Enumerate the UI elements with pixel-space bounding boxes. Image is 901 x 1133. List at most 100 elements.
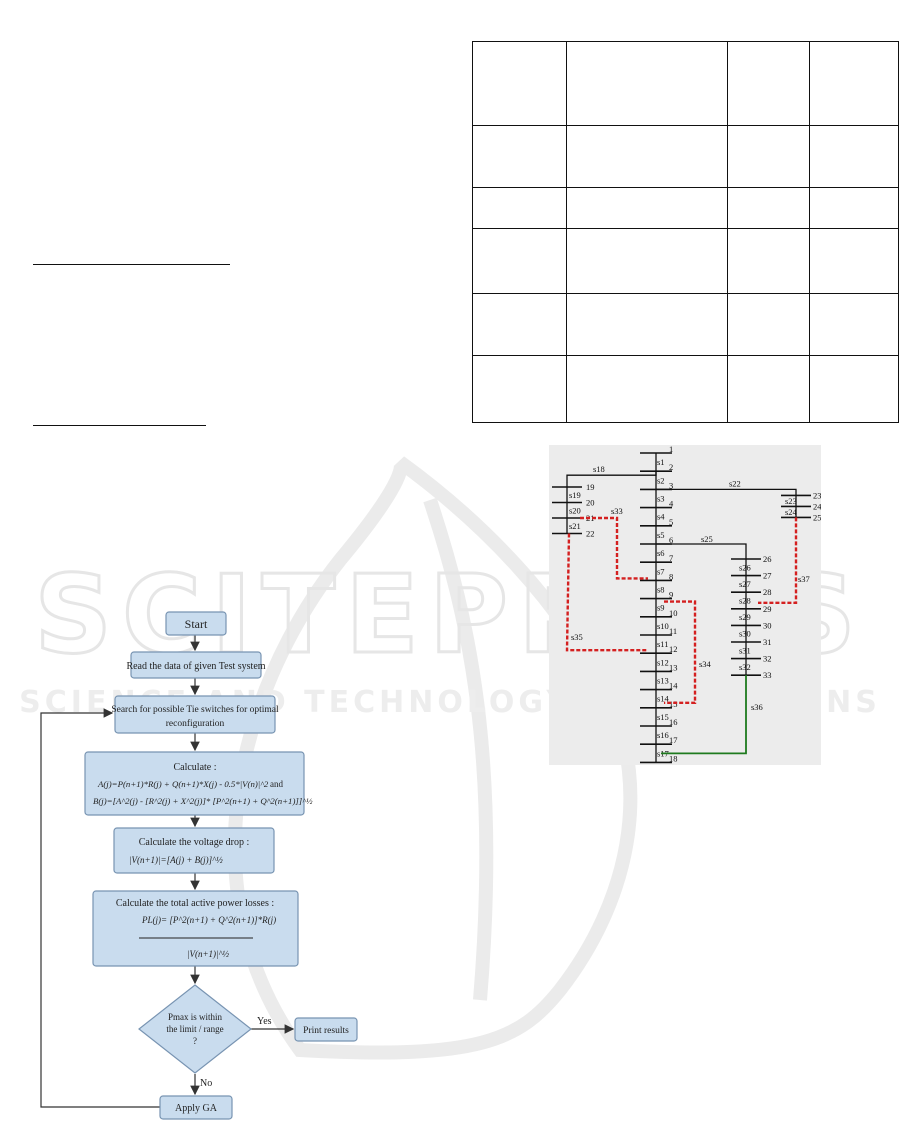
apply-ga-step: Apply GA [159,1095,233,1120]
switch-label-s30: s30 [739,629,751,639]
network-diagram: 123456789101112131415161718s1s2s3s4s5s6s… [549,445,821,765]
tie-label-s33: s33 [611,506,623,516]
switch-label-s9: s9 [657,603,665,613]
switch-label-s10: s10 [657,621,669,631]
tie-switch-s37 [758,517,798,605]
bus-label-29: 29 [763,604,772,614]
decision-line1: Pmax is within [168,1012,223,1022]
search-label-line1: Search for possible Tie switches for opt… [111,704,279,715]
switch-label-s14: s14 [657,694,670,704]
bus-label-13: 13 [669,662,678,672]
switch-label-s12: s12 [657,657,669,667]
power-losses-denominator: |V(n+1)|^½ [187,949,229,959]
branch-19-feed [566,471,657,534]
start-label: Start [185,617,208,631]
read-data-step: Read the data of given Test system [126,651,266,679]
bus-label-22: 22 [586,529,595,539]
switch-label-s5: s5 [657,530,665,540]
bus-label-18: 18 [669,753,678,763]
calculate-title: Calculate : [173,762,216,773]
switch-label-s32: s32 [739,662,751,672]
bus-label-32: 32 [763,654,772,664]
bus-label-26: 26 [763,554,772,564]
voltage-drop-eq: |V(n+1)|=[A(j) + B(j)]^½ [129,855,223,865]
bus-label-30: 30 [763,620,772,630]
bus-label-12: 12 [669,644,678,654]
search-label-line2: reconfiguration [166,718,225,729]
read-data-label: Read the data of given Test system [126,661,265,672]
bus-label-9: 9 [669,590,673,600]
decision-line2: the limit / range [166,1024,223,1034]
switch-label-s28: s28 [739,596,751,606]
switch-label-s11: s11 [657,639,669,649]
switch-label-s21: s21 [569,521,581,531]
switch-label-s29: s29 [739,612,751,622]
print-results-step: Print results [294,1017,358,1042]
bus-label-19: 19 [586,482,595,492]
bus-label-33: 33 [763,670,772,680]
switch-label-s22: s22 [729,478,741,488]
underline-1 [33,264,230,265]
bus-label-7: 7 [669,553,673,563]
switch-label-s2: s2 [657,475,665,485]
print-results-label: Print results [303,1026,349,1036]
bus-label-28: 28 [763,587,772,597]
bus-label-31: 31 [763,637,772,647]
switch-label-s18: s18 [593,464,605,474]
decision-line3: ? [193,1036,197,1046]
switch-label-s23: s23 [785,496,797,506]
calculate-ab-step: Calculate : A(j)=P(n+1)*R(j) + Q(n+1)*X(… [84,751,313,816]
bus-label-3: 3 [669,480,673,490]
switch-label-s27: s27 [739,579,751,589]
yes-label: Yes [257,1016,272,1027]
bus-label-1: 1 [669,445,673,454]
power-losses-numerator: PL(j)= [P^2(n+1) + Q^2(n+1)]*R(j) [141,915,276,925]
tie-switch-s35 [565,533,648,652]
power-losses-title: Calculate the total active power losses … [116,898,274,909]
switch-label-s7: s7 [657,566,665,576]
calculate-eq-b: B(j)=[A^2(j) - [R^2(j) + X^2(j)]* [P^2(n… [93,796,313,806]
tie-switch-s36 [661,675,747,755]
switch-label-s3: s3 [657,494,665,504]
bus-label-25: 25 [813,512,821,522]
bus-label-27: 27 [763,571,772,581]
apply-ga-label: Apply GA [175,1103,218,1114]
tie-label-s36: s36 [751,702,763,712]
bus-label-21: 21 [586,513,595,523]
switch-label-s20: s20 [569,505,581,515]
bus-label-20: 20 [586,498,595,508]
switch-label-s16: s16 [657,730,669,740]
voltage-drop-step: Calculate the voltage drop : |V(n+1)|=[A… [113,827,275,874]
switch-label-s19: s19 [569,490,581,500]
switch-label-s1: s1 [657,457,665,467]
switch-label-s6: s6 [657,548,665,558]
switch-label-s26: s26 [739,562,751,572]
branch-26-feed [656,543,747,676]
switch-label-s25: s25 [701,534,713,544]
calculate-and: and [270,779,283,789]
tie-label-s37: s37 [798,574,810,584]
bus-label-2: 2 [669,462,673,472]
switch-label-s8: s8 [657,585,665,595]
tie-switch-s34 [664,600,697,704]
branch-23-feed [656,488,797,518]
no-label: No [200,1078,212,1089]
start-node: Start [165,611,227,636]
tie-label-s34: s34 [699,659,712,669]
tie-switch-s33 [580,516,648,580]
bus-label-8: 8 [669,571,673,581]
switch-label-s31: s31 [739,645,751,655]
calculate-eq-a: A(j)=P(n+1)*R(j) + Q(n+1)*X(j) - 0.5*|V(… [97,779,269,789]
pmax-decision: Pmax is within the limit / range ? [138,984,252,1074]
switch-label-s4: s4 [657,512,665,522]
bus-label-6: 6 [669,535,673,545]
voltage-drop-title: Calculate the voltage drop : [139,837,250,848]
bus-label-4: 4 [669,499,674,509]
switch-label-s24: s24 [785,507,798,517]
bus-label-5: 5 [669,517,673,527]
bus-label-11: 11 [669,626,677,636]
flowchart: Start Read the data of given Test system… [40,611,358,1120]
bus-label-23: 23 [813,490,821,500]
power-losses-step: Calculate the total active power losses … [92,890,299,967]
tie-label-s35: s35 [571,632,583,642]
